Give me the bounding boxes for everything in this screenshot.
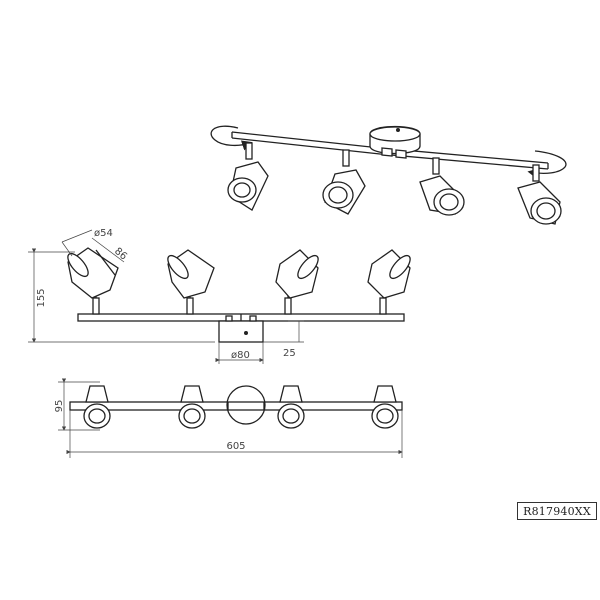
rotate-arrow-right-icon — [527, 150, 567, 179]
spot-top-1 — [83, 385, 111, 429]
dim-length: 605 — [226, 441, 245, 452]
spot-side-4 — [367, 249, 411, 315]
spot-top-3 — [277, 385, 305, 429]
spot-side-3 — [275, 249, 319, 315]
spot-top-2 — [178, 385, 206, 429]
dim-head-length: 86 — [112, 246, 129, 263]
dim-base-diameter: ø80 — [231, 350, 250, 361]
canopy-side — [218, 320, 264, 343]
dim-base-depth: 25 — [283, 348, 296, 359]
spot-perspective-1 — [227, 142, 269, 211]
side-view: 155 ø54 86 ø80 25 — [28, 228, 411, 364]
dim-height: 155 — [36, 288, 47, 307]
top-view: 95 605 — [54, 378, 403, 458]
perspective-view — [210, 125, 567, 225]
spot-perspective-4 — [517, 164, 562, 225]
spot-side-2 — [167, 249, 215, 315]
dim-head-diameter: ø54 — [94, 228, 113, 239]
product-code-label: R817940XX — [517, 502, 597, 520]
canopy-perspective — [369, 125, 421, 155]
dim-depth: 95 — [54, 400, 65, 413]
spot-side-1 — [67, 247, 119, 315]
spot-perspective-3 — [419, 157, 465, 216]
spot-perspective-2 — [322, 149, 366, 215]
spot-top-4 — [371, 385, 399, 429]
rotate-arrow-left-icon — [210, 125, 253, 151]
